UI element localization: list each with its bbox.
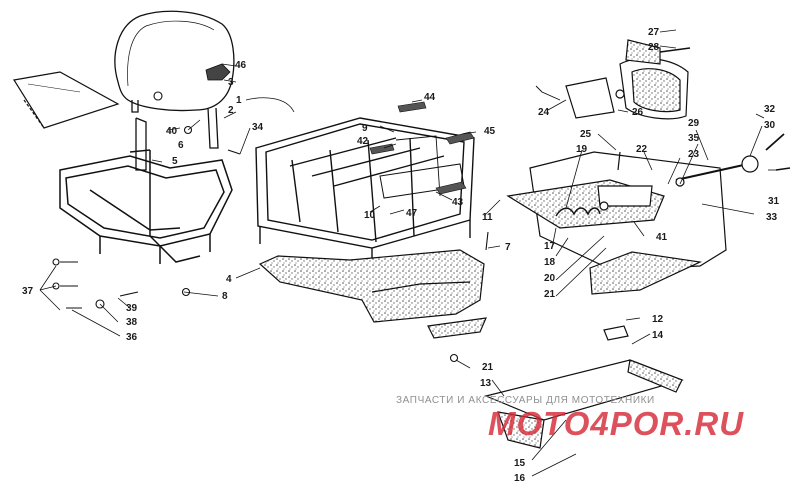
taillight xyxy=(535,39,691,120)
part-label-13: 13 xyxy=(480,378,492,389)
part-label-14: 14 xyxy=(652,330,664,341)
part-label-35: 35 xyxy=(688,133,700,144)
rack-decals xyxy=(369,101,475,195)
part-label-37: 37 xyxy=(22,286,34,297)
emblem-decal xyxy=(205,63,231,81)
part-label-17: 17 xyxy=(544,241,556,252)
part-label-21-hitch: 21 xyxy=(544,289,556,300)
cargo-rack xyxy=(255,117,475,266)
part-label-11: 11 xyxy=(482,212,493,223)
part-label-5: 5 xyxy=(172,156,178,167)
part-label-25: 25 xyxy=(580,129,592,140)
part-label-43: 43 xyxy=(452,197,464,208)
part-label-22: 22 xyxy=(636,144,648,155)
seat-hardware xyxy=(52,91,489,363)
part-label-24: 24 xyxy=(538,107,550,118)
part-label-39: 39 xyxy=(126,303,138,314)
rack-base xyxy=(258,249,487,339)
part-label-32: 32 xyxy=(764,104,776,115)
part-label-9: 9 xyxy=(362,123,368,134)
part-label-7: 7 xyxy=(505,242,511,253)
part-label-4: 4 xyxy=(226,274,232,285)
part-label-26: 26 xyxy=(632,107,644,118)
part-label-29: 29 xyxy=(688,118,700,129)
part-label-46: 46 xyxy=(235,60,247,71)
part-label-28: 28 xyxy=(648,42,660,53)
skid-plate xyxy=(484,325,684,449)
part-label-16: 16 xyxy=(514,473,526,484)
leader-lines xyxy=(39,29,778,477)
part-label-36: 36 xyxy=(126,332,138,343)
part-label-15: 15 xyxy=(514,458,526,469)
part-label-42: 42 xyxy=(357,136,369,147)
cargo-board xyxy=(13,71,120,129)
part-label-8: 8 xyxy=(222,291,228,302)
part-label-41: 41 xyxy=(656,232,668,243)
watermark-logo: MOTO4POR.RU xyxy=(488,405,745,442)
part-label-33: 33 xyxy=(766,212,778,223)
part-label-30: 30 xyxy=(764,120,776,131)
part-label-2: 2 xyxy=(228,105,234,116)
part-label-23: 23 xyxy=(688,149,700,160)
part-label-21-base: 21 xyxy=(482,362,494,373)
hitch-assembly xyxy=(506,133,791,295)
part-label-34: 34 xyxy=(252,122,264,133)
part-label-20: 20 xyxy=(544,273,556,284)
part-label-6: 6 xyxy=(178,140,184,151)
part-label-10: 10 xyxy=(364,210,376,221)
watermark-caption: ЗАПЧАСТИ И АКСЕССУАРЫ ДЛЯ МОТОТЕХНИКИ xyxy=(396,395,655,406)
part-label-45: 45 xyxy=(484,126,496,137)
part-label-12: 12 xyxy=(652,314,664,325)
part-label-44: 44 xyxy=(424,92,436,103)
backrest-pad xyxy=(114,10,235,112)
part-label-40: 40 xyxy=(166,126,178,137)
part-label-19: 19 xyxy=(576,144,588,155)
part-label-38: 38 xyxy=(126,317,138,328)
part-label-1: 1 xyxy=(236,95,242,106)
part-label-18: 18 xyxy=(544,257,556,268)
part-label-27: 27 xyxy=(648,27,660,38)
passenger-seat-frame xyxy=(59,149,233,264)
part-label-47: 47 xyxy=(406,208,418,219)
part-label-31: 31 xyxy=(768,196,780,207)
backrest-bracket xyxy=(131,100,219,171)
part-label-3: 3 xyxy=(228,77,234,88)
